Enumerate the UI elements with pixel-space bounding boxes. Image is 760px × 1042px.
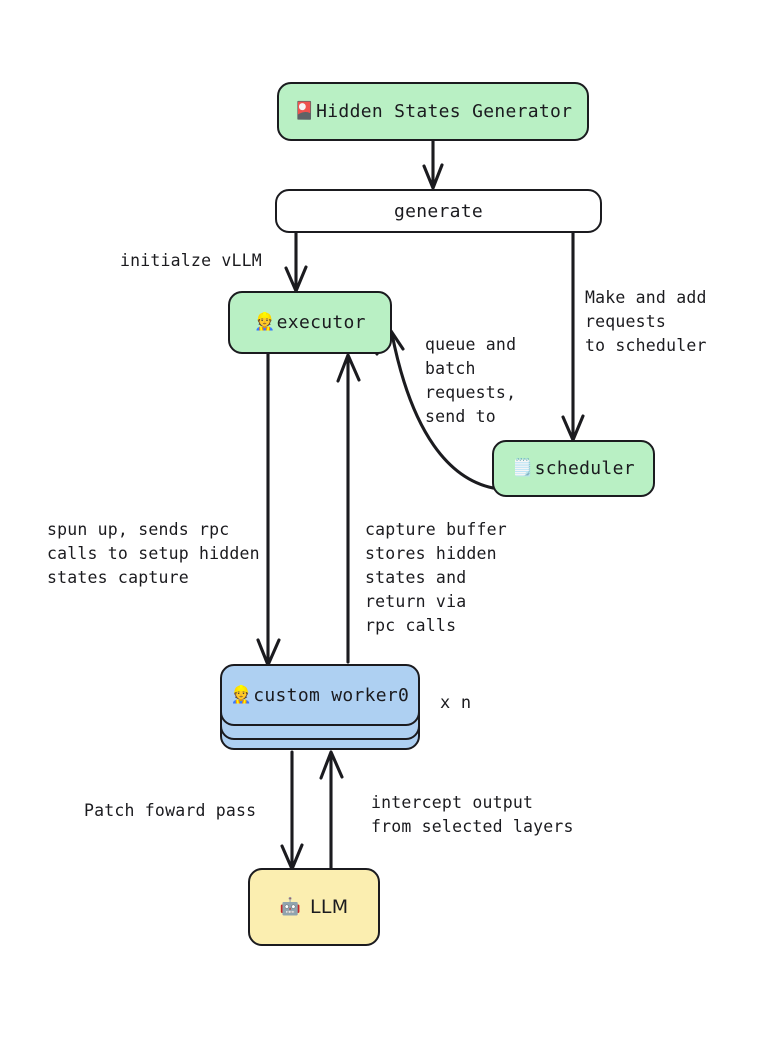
- edge-worker-to-executor: [336, 353, 361, 664]
- edge-label-queue-and-batch: queue and batch requests, send to: [425, 335, 517, 426]
- edge-llm-to-worker: [319, 750, 344, 871]
- node-custom-worker0[interactable]: 👷 custom worker0: [220, 664, 420, 726]
- node-label: generate: [393, 200, 484, 222]
- robot-icon: 🤖: [279, 896, 301, 917]
- node-label: LLM: [310, 896, 349, 918]
- node-scheduler[interactable]: 🗒️ scheduler: [492, 440, 655, 497]
- edge-label-patch-forward-pass: Patch foward pass: [84, 801, 257, 820]
- node-label: executor: [276, 312, 366, 333]
- node-generate[interactable]: generate: [275, 189, 602, 233]
- dice-icon: 🎴: [293, 101, 316, 121]
- node-executor[interactable]: 👷 executor: [228, 291, 392, 354]
- edge-generate-to-scheduler: [561, 229, 585, 442]
- node-llm[interactable]: 🤖 LLM: [248, 868, 380, 946]
- edge-label-spun-up-rpc: spun up, sends rpc calls to setup hidden…: [47, 520, 260, 587]
- edge-label-intercept-output: intercept output from selected layers: [371, 793, 574, 836]
- edge-generate-to-executor: [284, 229, 308, 293]
- construction-worker-icon: 👷: [230, 684, 253, 705]
- edge-label-initialize-vllm: initialze vLLM: [120, 251, 262, 270]
- construction-worker-icon: 👷: [254, 312, 276, 332]
- node-label: scheduler: [534, 458, 635, 479]
- node-hidden-states-generator[interactable]: 🎴 Hidden States Generator: [277, 82, 589, 141]
- edge-worker-to-llm: [280, 750, 304, 871]
- worker-multiplier-label: x n: [440, 693, 472, 713]
- node-label: custom worker0: [253, 684, 410, 706]
- edge-label-make-and-add-requests: Make and add requests to scheduler: [585, 288, 707, 355]
- edge-executor-to-worker: [256, 352, 281, 667]
- node-label: Hidden States Generator: [316, 101, 573, 122]
- notepad-icon: 🗒️: [512, 458, 534, 478]
- edge-generator-to-generate: [422, 139, 444, 190]
- edge-label-capture-buffer: capture buffer stores hidden states and …: [365, 520, 507, 635]
